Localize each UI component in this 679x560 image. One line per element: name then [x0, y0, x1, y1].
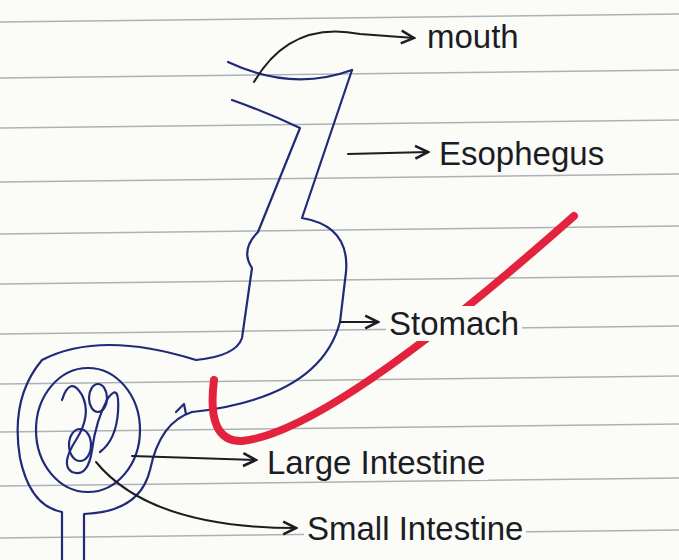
ruled-line [0, 120, 679, 128]
ruled-lines [0, 14, 679, 538]
tick-mark [176, 404, 186, 414]
part-label: Stomach [386, 306, 522, 341]
large-intestine-outer [84, 412, 192, 560]
check-mark [213, 216, 574, 441]
small-intestine-coils [62, 386, 118, 473]
large-intestine-outer [18, 345, 196, 560]
ruled-line [0, 14, 679, 22]
ruled-line [0, 424, 679, 432]
leader-line [132, 456, 256, 460]
mouth-outline [228, 62, 352, 79]
large-intestine-inner [36, 368, 140, 492]
ruled-line [0, 376, 679, 384]
part-label: Small Intestine [304, 511, 526, 546]
part-label: Large Intestine [264, 445, 488, 480]
ruled-line [0, 174, 679, 182]
small-intestine-coil [69, 429, 91, 461]
small-intestine-coil [89, 384, 107, 412]
part-label: Esophegus [436, 136, 607, 171]
leader-line [254, 31, 414, 82]
part-label: mouth [424, 19, 522, 54]
ruled-line [0, 276, 679, 284]
esophagus-left-wall [196, 100, 300, 360]
digestive-tract [18, 62, 352, 560]
stomach-right-wall [192, 70, 352, 412]
leader-line [348, 152, 428, 154]
ruled-line [0, 226, 679, 234]
leader-line [340, 321, 378, 323]
